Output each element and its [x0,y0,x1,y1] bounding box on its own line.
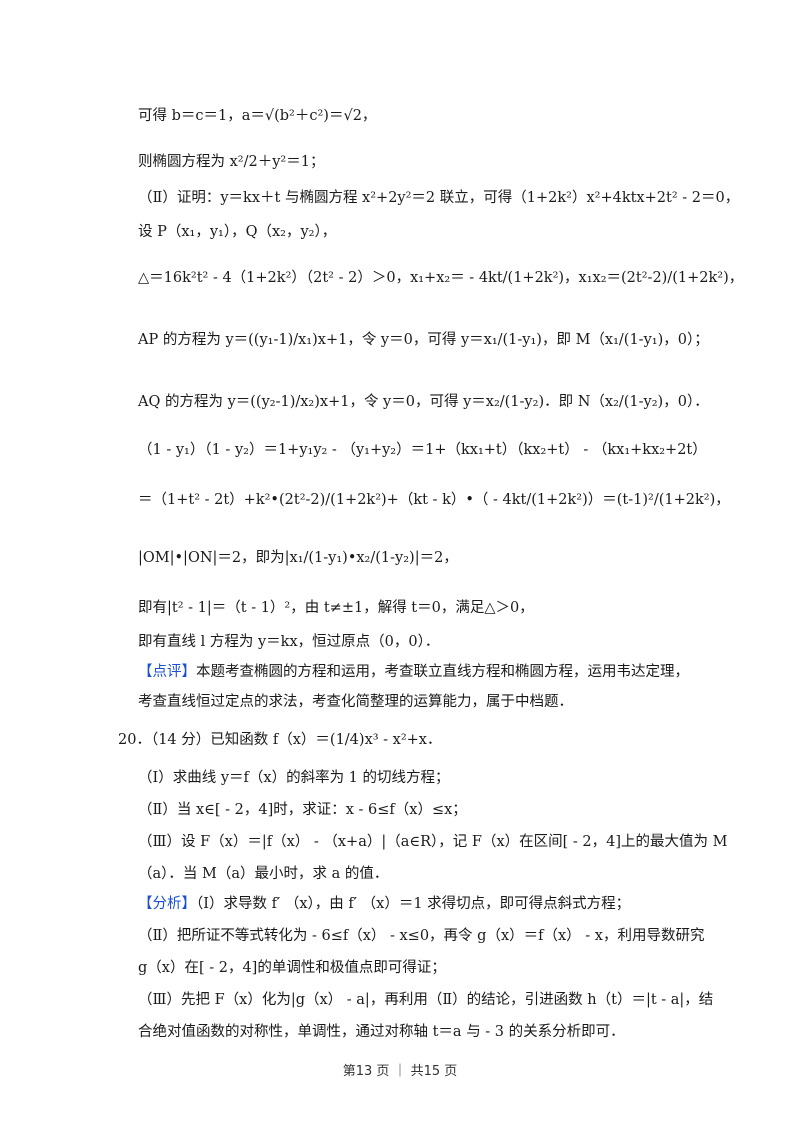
text-line: 可得 b＝c＝1，a＝√(b²＋c²)＝√2， [138,108,377,124]
text-line: AQ 的方程为 y＝((y₂-1)/x₂)x+1，令 y＝0，可得 y＝x₂/(… [138,394,709,410]
text-line: （Ⅲ）设 F（x）＝|f（x） - （x+a）|（a∈R），记 F（x）在区间[… [138,834,728,850]
text-line: （Ⅱ）当 x∈[ - 2，4]时，求证：x - 6≤f（x）≤x； [138,802,467,818]
analysis-text: （Ⅰ）求导数 f′ （x），由 f′ （x）＝1 求得切点，即可得点斜式方程； [196,896,631,912]
text-line: （Ⅰ）求曲线 y＝f（x）的斜率为 1 的切线方程； [138,770,450,786]
text-line: 合绝对值函数的对称性，单调性，通过对称轴 t＝a 与 - 3 的关系分析即可． [138,1024,625,1040]
comment-text: 本题考查椭圆的方程和运用，考查联立直线方程和椭圆方程，运用韦达定理， [196,664,689,680]
text-line: （Ⅱ）证明：y＝kx＋t 与椭圆方程 x²+2y²＝2 联立，可得（1+2k²）… [138,190,740,206]
text-line: （Ⅱ）把所证不等式转化为 - 6≤f（x） - x≤0，再令 g（x）＝f（x）… [138,928,705,944]
text-line: （1 - y₁）（1 - y₂）＝1+y₁y₂ - （y₁+y₂）＝1+（kx₁… [138,442,707,458]
comment-line: 【点评】本题考查椭圆的方程和运用，考查联立直线方程和椭圆方程，运用韦达定理， [138,662,689,682]
text-line: 即有|t² - 1|＝（t - 1）²，由 t≠±1，解得 t＝0，满足△＞0， [138,600,534,616]
problem-title: 20．（14 分）已知函数 f（x）＝(1/4)x³ - x²+x． [118,732,442,748]
text-line: （a）．当 M（a）最小时，求 a 的值． [138,866,389,882]
text-line: 即有直线 l 方程为 y＝kx，恒过原点（0，0）． [138,634,440,650]
text-line: ＝（1+t² - 2t）+k²•(2t²-2)/(1+2k²)+（kt - k）… [138,492,730,508]
analysis-line: 【分析】（Ⅰ）求导数 f′ （x），由 f′ （x）＝1 求得切点，即可得点斜式… [138,894,630,914]
comment-tag: 【点评】 [138,664,196,680]
page-footer: 第13 页 ｜ 共15 页 [342,1064,458,1079]
text-line: AP 的方程为 y＝((y₁-1)/x₁)x+1，令 y＝0，可得 y＝x₁/(… [138,332,709,348]
text-line: △＝16k²t² - 4（1+2k²）（2t² - 2）＞0，x₁+x₂＝ - … [138,270,744,286]
text-line: g（x）在[ - 2，4]的单调性和极值点即可得证； [138,960,446,976]
text-line: |OM|•|ON|＝2，即为|x₁/(1-y₁)•x₂/(1-y₂)|＝2， [138,550,458,566]
analysis-tag: 【分析】 [138,896,196,912]
text-line: 设 P（x₁，y₁），Q（x₂，y₂）， [138,224,337,240]
text-line: 考查直线恒过定点的求法，考查化简整理的运算能力，属于中档题． [138,694,573,710]
text-line: 则椭圆方程为 x²/2＋y²＝1； [138,154,325,170]
text-line: （Ⅲ）先把 F（x）化为|g（x） - a|，再利用（Ⅱ）的结论，引进函数 h（… [138,992,714,1008]
